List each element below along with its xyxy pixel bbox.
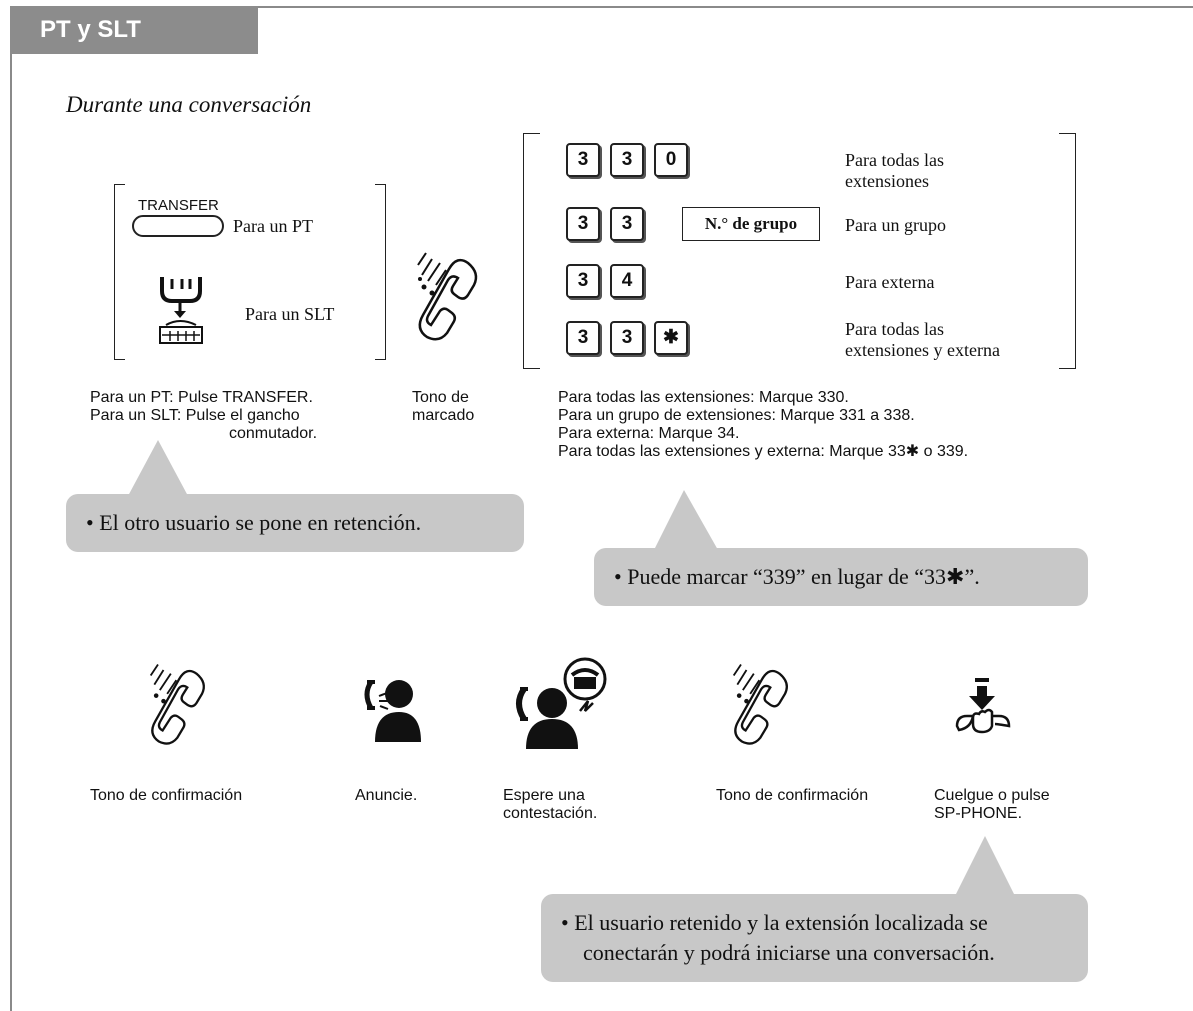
- option-all-ext-line1: Para todas las: [845, 150, 944, 170]
- step3-caption-4: Para todas las extensiones y externa: Ma…: [558, 443, 969, 460]
- callout-dial-pointer: [654, 490, 718, 550]
- key-3: 3: [566, 207, 600, 241]
- key-0: 0: [654, 143, 688, 177]
- step1-caption-3: conmutador.: [229, 425, 318, 442]
- step3-caption-1: Para todas las extensiones: Marque 330.: [558, 389, 849, 406]
- frame-top-border: [10, 6, 1193, 8]
- handset-confirm-icon: [140, 648, 220, 763]
- hang-up-icon: [953, 678, 1013, 745]
- step3-bracket-right: [1059, 133, 1076, 369]
- callout-connect-line2: conectarán y podrá iniciarse una convers…: [583, 940, 995, 965]
- announce-caption: Anuncie.: [355, 787, 418, 804]
- callout-hold: • El otro usuario se pone en retención.: [66, 494, 524, 552]
- step3-bracket-left: [523, 133, 540, 369]
- step1-caption-2: Para un SLT: Pulse el gancho: [90, 407, 300, 424]
- step1-bracket-right: [375, 184, 386, 360]
- hangup-caption-1: Cuelgue o pulse: [934, 787, 1050, 804]
- callout-connect-line1: • El usuario retenido y la extensión loc…: [561, 910, 988, 935]
- handset-confirm-icon: [723, 648, 803, 763]
- group-number-key: N.° de grupo: [682, 207, 820, 241]
- key-4: 4: [610, 264, 644, 298]
- option-all-ext-out-line2: extensiones y externa: [845, 340, 1000, 360]
- callout-connect-pointer: [955, 836, 1015, 896]
- transfer-key-label: TRANSFER: [138, 197, 219, 214]
- option-group: Para un grupo: [845, 215, 946, 235]
- key-3: 3: [610, 143, 644, 177]
- announce-person-icon: [361, 674, 421, 749]
- key-3: 3: [566, 264, 600, 298]
- pt-label: Para un PT: [233, 216, 313, 236]
- step1-bracket-left: [114, 184, 125, 360]
- step2-caption-1: Tono de: [412, 389, 469, 406]
- page-subtitle: Durante una conversación: [66, 92, 312, 117]
- wait-caption-2: contestación.: [503, 805, 598, 822]
- slt-label: Para un SLT: [245, 304, 335, 324]
- callout-connect: • El usuario retenido y la extensión loc…: [541, 894, 1088, 982]
- section-tab: PT y SLT: [10, 6, 258, 54]
- frame-left-border: [10, 6, 12, 1011]
- option-all-ext-out-line1: Para todas las: [845, 319, 944, 339]
- transfer-button-icon: [132, 215, 224, 237]
- step2-caption-2: marcado: [412, 407, 475, 424]
- key-3: 3: [566, 143, 600, 177]
- wait-caption-1: Espere una: [503, 787, 585, 804]
- key-3: 3: [610, 321, 644, 355]
- confirm-tone-caption-2: Tono de confirmación: [716, 787, 869, 804]
- step3-caption-3: Para externa: Marque 34.: [558, 425, 740, 442]
- hookswitch-icon: [152, 275, 212, 350]
- key-3: 3: [610, 207, 644, 241]
- hangup-caption-2: SP-PHONE.: [934, 805, 1023, 822]
- option-external: Para externa: [845, 272, 935, 292]
- handset-tone-icon: [410, 235, 490, 360]
- step1-caption-1: Para un PT: Pulse TRANSFER.: [90, 389, 313, 406]
- wait-person-ringing-icon: [510, 655, 610, 755]
- key-star: ✱: [654, 321, 688, 355]
- option-all-ext-line2: extensiones: [845, 171, 929, 191]
- callout-hold-pointer: [128, 440, 188, 496]
- step3-caption-2: Para un grupo de extensiones: Marque 331…: [558, 407, 915, 424]
- confirm-tone-caption-1: Tono de confirmación: [90, 787, 243, 804]
- key-3: 3: [566, 321, 600, 355]
- callout-dial: • Puede marcar “339” en lugar de “33✱”.: [594, 548, 1088, 606]
